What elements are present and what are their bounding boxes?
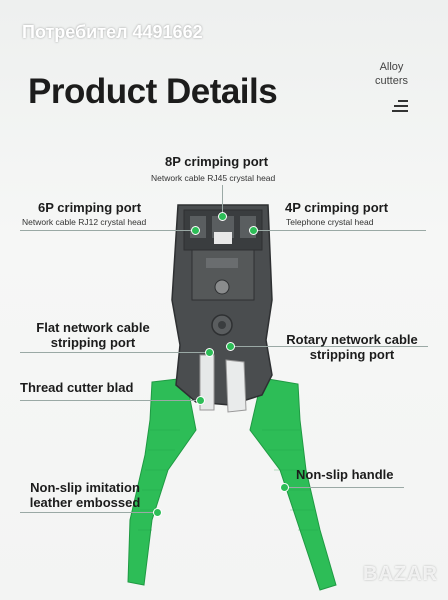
callout-line-flat xyxy=(20,352,210,353)
callout-line-thread xyxy=(20,400,205,401)
label-flat-stripping: Flat network cable stripping port xyxy=(28,320,158,350)
sub-6p-crimping: Network cable RJ12 crystal head xyxy=(22,217,147,227)
brand-line-1: Alloy xyxy=(379,61,404,73)
menu-icon[interactable] xyxy=(392,100,408,115)
label-nonslip-handle: Non-slip handle xyxy=(296,467,394,482)
dot-6p xyxy=(191,226,200,235)
label-rotary-stripping-line2: stripping port xyxy=(309,347,395,362)
dot-nonslip-handle xyxy=(280,483,289,492)
dot-8p xyxy=(218,212,227,221)
callout-line-4p xyxy=(254,230,426,231)
dot-rotary xyxy=(226,342,235,351)
label-thread-cutter: Thread cutter blad xyxy=(20,380,134,395)
dot-flat xyxy=(205,348,214,357)
label-rotary-stripping: Rotary network cable stripping port xyxy=(272,332,432,362)
watermark-bazar: BAZAR xyxy=(363,563,438,585)
label-nonslip-leather-line1: Non-slip imitation xyxy=(30,480,140,495)
page-title: Product Details xyxy=(28,72,278,111)
callout-line-8p xyxy=(222,185,223,215)
user-tag: Потребител 4491662 xyxy=(22,22,203,42)
label-4p-crimping: 4P crimping port xyxy=(285,200,389,215)
label-nonslip-leather: Non-slip imitation leather embossed xyxy=(20,480,150,510)
brand-line-2: cutters xyxy=(374,75,408,87)
callout-line-nonslip-leather xyxy=(20,512,160,513)
dot-thread xyxy=(196,396,205,405)
label-flat-stripping-line2: stripping port xyxy=(50,335,136,350)
callout-line-rotary xyxy=(230,346,428,347)
label-nonslip-leather-line2: leather embossed xyxy=(29,495,141,510)
callout-line-nonslip-handle xyxy=(284,487,404,488)
label-rotary-stripping-line1: Rotary network cable xyxy=(286,332,418,347)
dot-nonslip-leather xyxy=(153,508,162,517)
label-6p-crimping: 6P crimping port xyxy=(38,200,142,215)
brand-label: Alloy cutters xyxy=(375,60,408,88)
callout-line-6p xyxy=(20,230,195,231)
dot-4p xyxy=(249,226,258,235)
label-8p-crimping: 8P crimping port xyxy=(165,154,269,169)
sub-4p-crimping: Telephone crystal head xyxy=(286,217,374,227)
sub-8p-crimping: Network cable RJ45 crystal head xyxy=(151,173,276,183)
label-flat-stripping-line1: Flat network cable xyxy=(36,320,150,335)
